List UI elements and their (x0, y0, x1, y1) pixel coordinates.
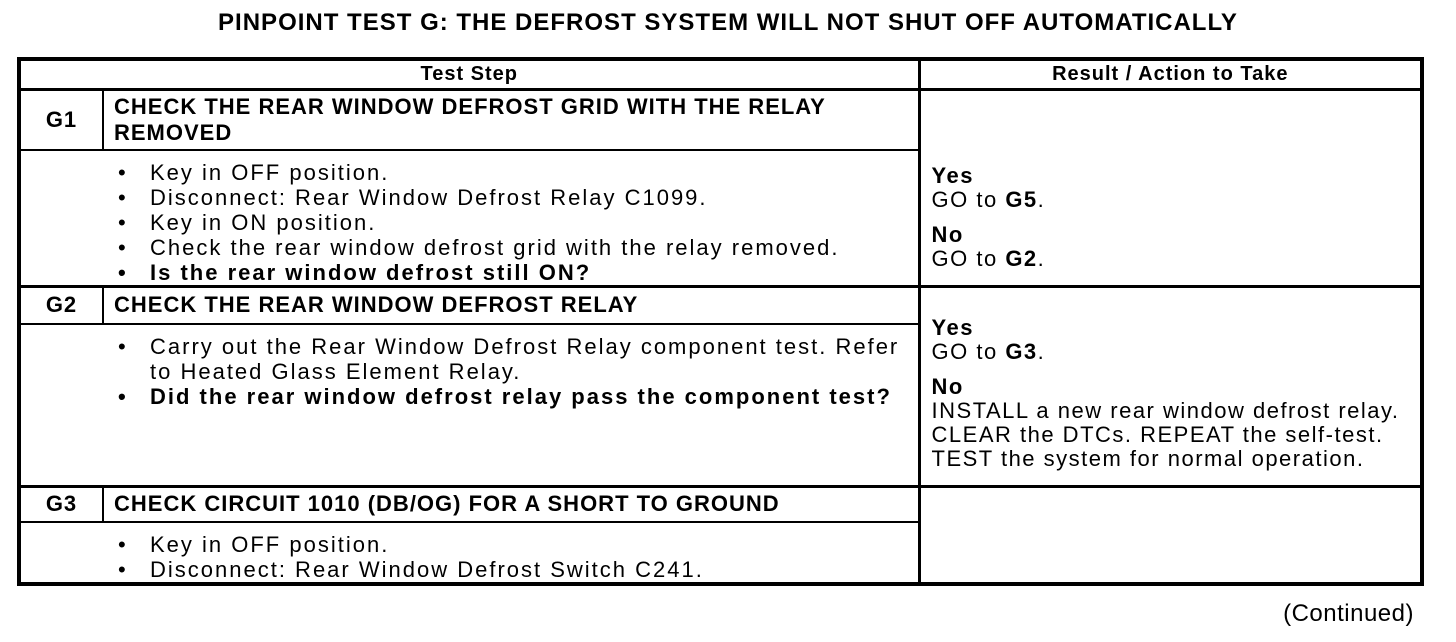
bullet-icon: • (118, 159, 126, 185)
action-line: GO to G2. (931, 245, 1046, 271)
bullet-icon: • (118, 557, 126, 582)
table-row-g3-title: G3 CHECK CIRCUIT 1010 (DB/OG) FOR A SHOR… (19, 486, 1422, 523)
pinpoint-test-table: Test Step Result / Action to Take G1 CHE… (17, 57, 1425, 586)
bullet-icon: • (118, 209, 126, 235)
action-line: CLEAR the DTCs. REPEAT the self-test. (931, 421, 1384, 447)
result-cell-g2: Yes GO to G3. No INSTALL a new rear wind… (919, 286, 1423, 488)
verdict-label: No (931, 221, 964, 247)
table-row-g3-steps: •Key in OFF position. •Disconnect: Rear … (19, 522, 1422, 584)
step-id-g1: G1 (19, 89, 104, 151)
step-id-g3: G3 (19, 486, 104, 523)
step-item: •Key in ON position. (118, 209, 377, 235)
bullet-icon: • (118, 234, 126, 260)
column-header-result: Result / Action to Take (919, 59, 1423, 91)
step-list: •Key in OFF position. •Disconnect: Rear … (21, 151, 918, 285)
step-list-cell-g3: •Key in OFF position. •Disconnect: Rear … (19, 522, 921, 584)
bullet-icon: • (118, 334, 126, 359)
verdict-label: Yes (931, 162, 974, 188)
verdict-label: No (931, 373, 964, 399)
bullet-icon: • (118, 184, 126, 210)
step-item: •Key in OFF position. (118, 532, 390, 557)
step-list: •Carry out the Rear Window Defrost Relay… (21, 325, 918, 409)
step-list: •Key in OFF position. •Disconnect: Rear … (21, 523, 918, 582)
result-cell-g1: Yes GO to G5. No GO to G2. (919, 89, 1423, 288)
step-item: •Disconnect: Rear Window Defrost Relay C… (118, 184, 708, 210)
step-title-g2: CHECK THE REAR WINDOW DEFROST RELAY (103, 286, 921, 325)
verdict-label: Yes (931, 314, 974, 340)
step-title-g3: CHECK CIRCUIT 1010 (DB/OG) FOR A SHORT T… (103, 486, 921, 523)
result-yes-block: Yes GO to G3. (932, 315, 1417, 364)
step-list-cell-g1: •Key in OFF position. •Disconnect: Rear … (19, 149, 921, 288)
bullet-icon: • (118, 259, 126, 285)
step-item: •Key in OFF position. (118, 159, 390, 185)
step-item-question: •Did the rear window defrost relay pass … (118, 384, 892, 409)
table-row-g1-title: G1 CHECK THE REAR WINDOW DEFROST GRID WI… (19, 89, 1423, 288)
page-title: PINPOINT TEST G: THE DEFROST SYSTEM WILL… (218, 9, 1238, 36)
bullet-icon: • (118, 384, 126, 409)
step-item: •Disconnect: Rear Window Defrost Switch … (118, 557, 704, 582)
step-title-text: CHECK THE REAR WINDOW DEFROST RELAY (114, 292, 639, 318)
step-title-g1: CHECK THE REAR WINDOW DEFROST GRID WITH … (103, 89, 921, 151)
step-title-text: CHECK CIRCUIT 1010 (DB/OG) FOR A SHORT T… (114, 491, 780, 517)
step-item: •Check the rear window defrost grid with… (118, 234, 840, 260)
bullet-icon: • (118, 532, 126, 557)
action-line: GO to G3. (931, 338, 1046, 364)
action-line: INSTALL a new rear window defrost relay. (931, 397, 1400, 423)
result-no-block: No INSTALL a new rear window defrost rel… (932, 374, 1417, 471)
table-row-g2-steps: •Carry out the Rear Window Defrost Relay… (19, 324, 1422, 488)
step-title-text: CHECK THE REAR WINDOW DEFROST GRID WITH … (114, 93, 826, 145)
table-row-g2-title: G2 CHECK THE REAR WINDOW DEFROST RELAY Y… (19, 286, 1423, 488)
result-yes-block: Yes GO to G5. (932, 163, 1417, 212)
result-cell-g3 (919, 486, 1422, 584)
step-id-g2: G2 (19, 286, 104, 325)
column-header-test-step: Test Step (19, 59, 921, 91)
table-row-g1-steps: •Key in OFF position. •Disconnect: Rear … (19, 149, 1422, 288)
result-no-block: No GO to G2. (932, 222, 1417, 271)
action-line: TEST the system for normal operation. (931, 445, 1365, 471)
step-list-cell-g2: •Carry out the Rear Window Defrost Relay… (19, 324, 921, 488)
continued-note: (Continued) (1283, 600, 1414, 627)
table-header-row: Test Step Result / Action to Take (19, 59, 1423, 91)
step-item-question: •Is the rear window defrost still ON? (118, 259, 592, 285)
action-line: GO to G5. (931, 186, 1046, 212)
step-item: •Carry out the Rear Window Defrost Relay… (118, 334, 900, 384)
